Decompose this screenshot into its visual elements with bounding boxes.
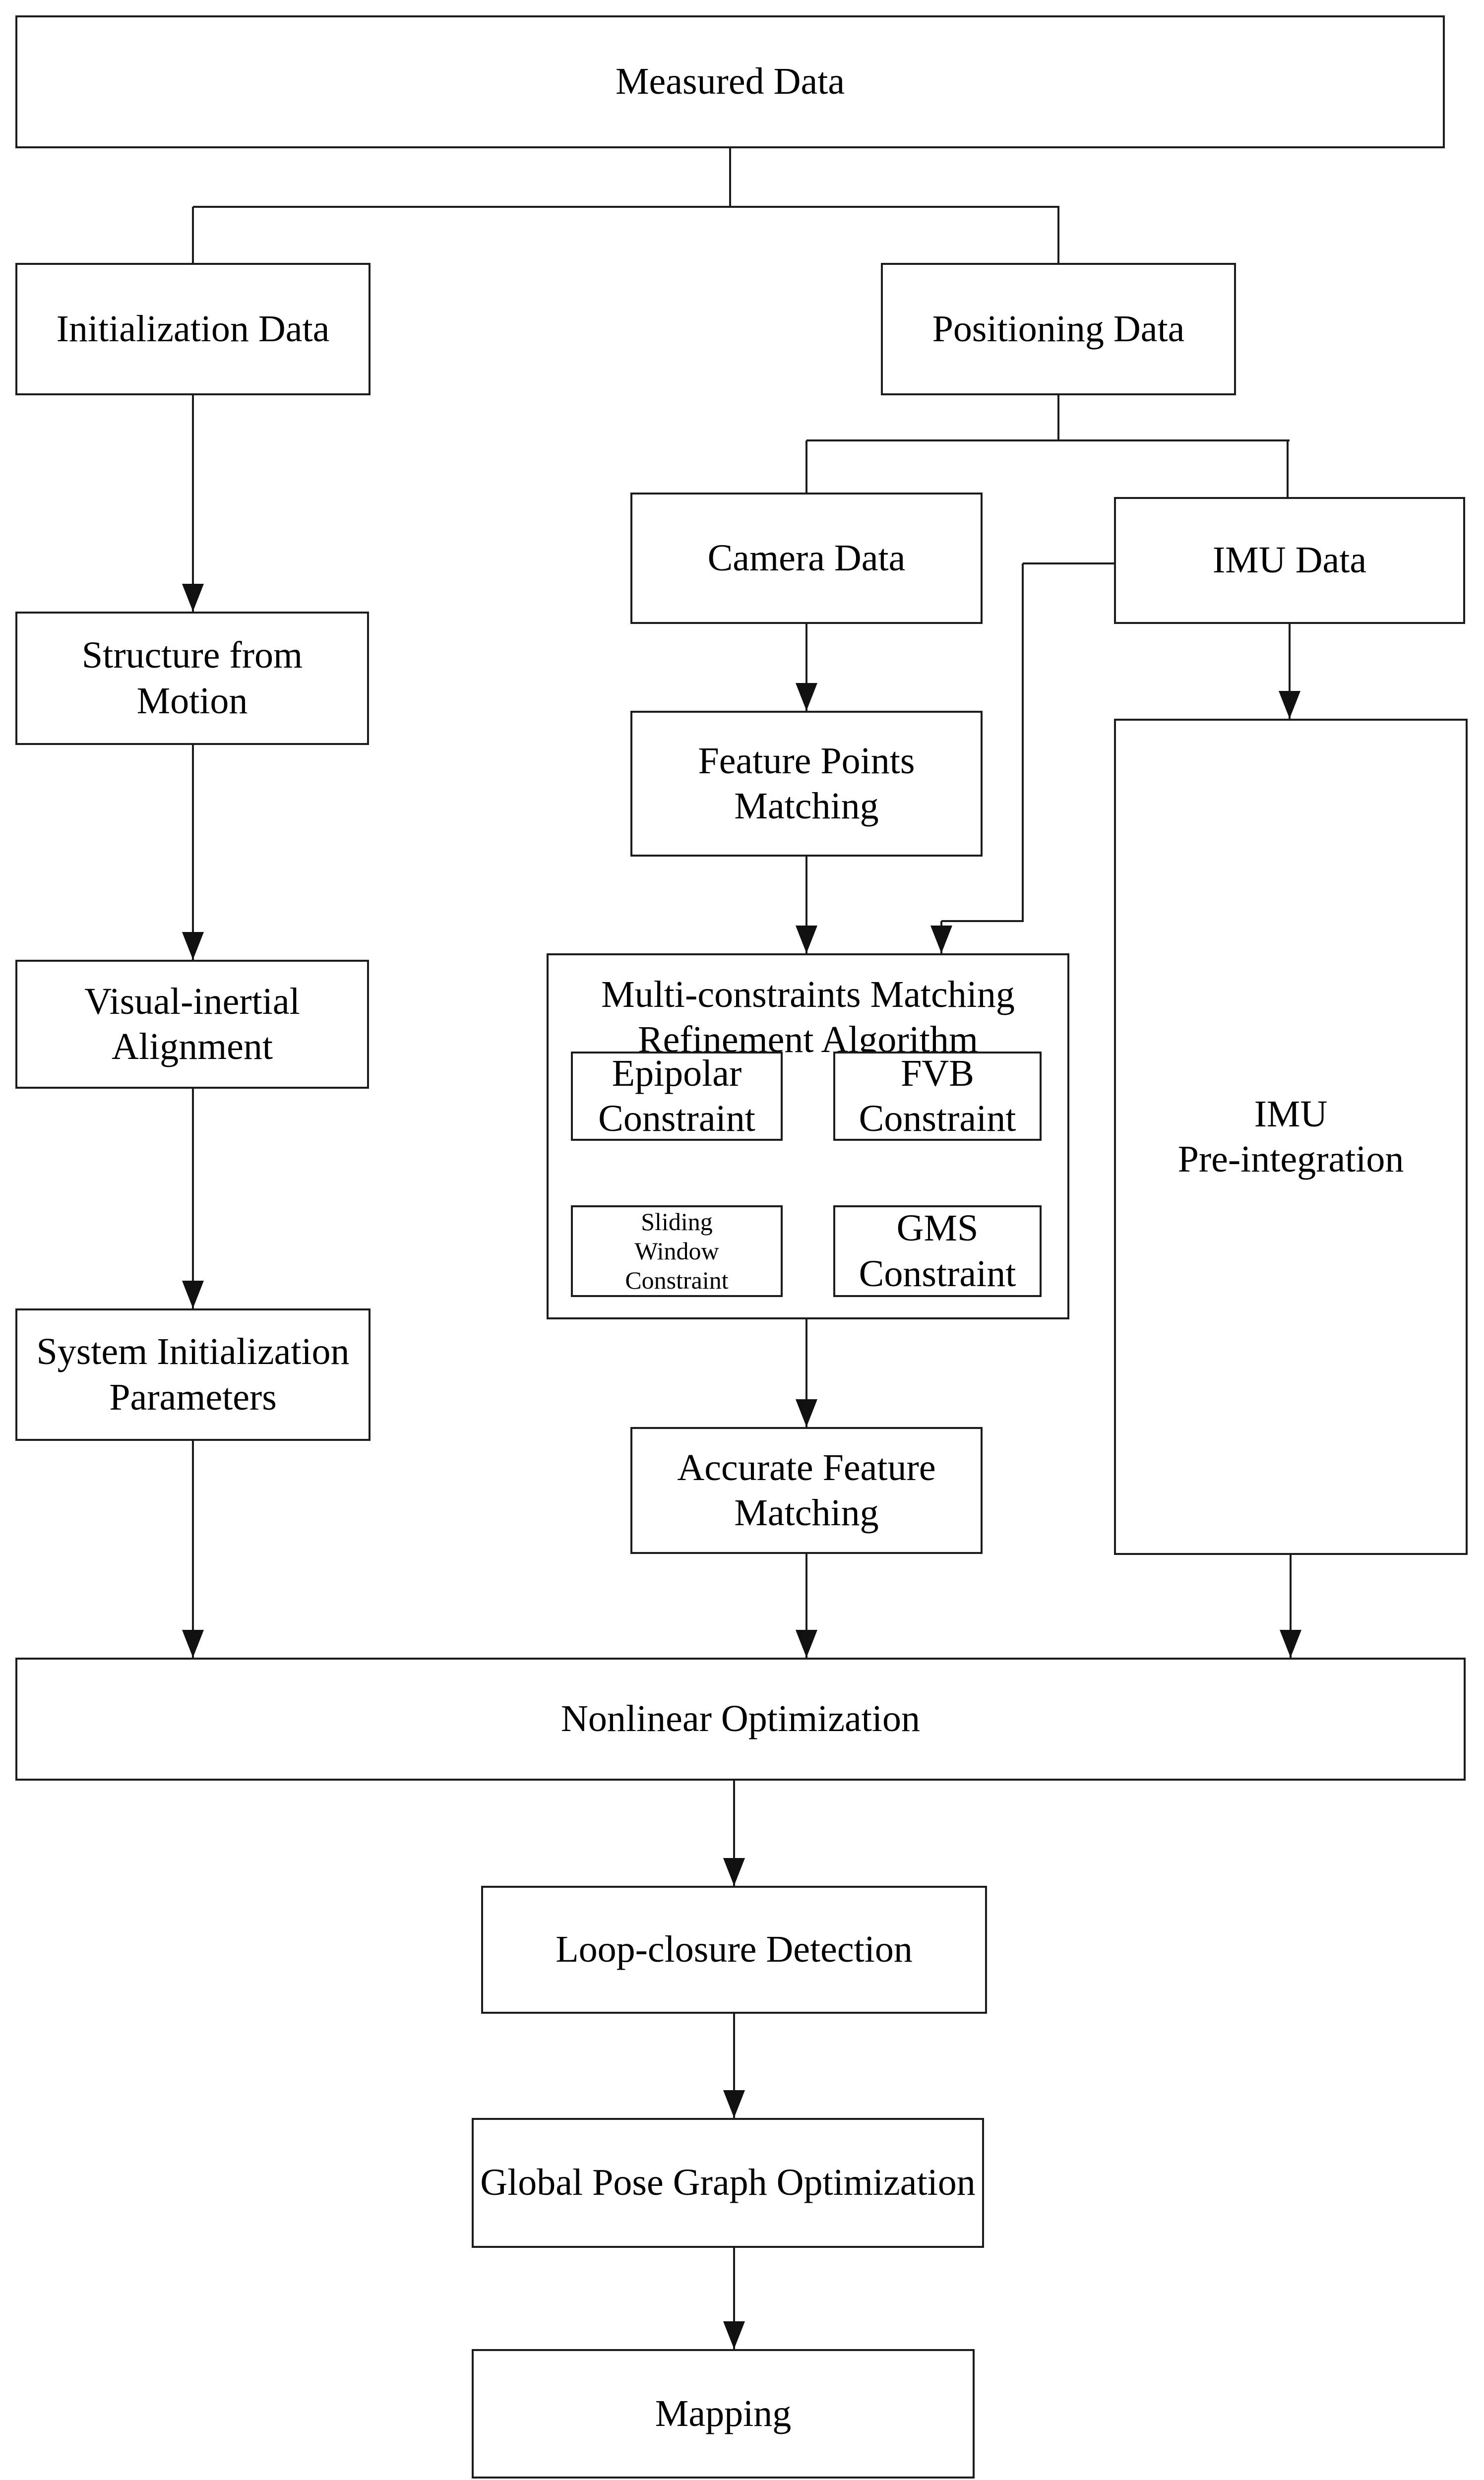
node-label: Initialization Data	[56, 308, 330, 350]
node-label: Camera Data	[707, 537, 906, 579]
node-label: Global Pose Graph Optimization	[480, 2162, 976, 2204]
node-label: Measured Data	[615, 61, 845, 103]
node-positioning-data: Positioning Data	[881, 263, 1236, 395]
node-label: Epipolar Constraint	[598, 1052, 755, 1139]
arrowhead-icon	[723, 1858, 745, 1886]
arrowhead-icon	[796, 683, 817, 711]
connector-line	[192, 745, 194, 960]
connector-line	[805, 440, 807, 493]
connector-line	[1289, 624, 1291, 719]
connector-line	[729, 148, 731, 207]
connector-line	[192, 1441, 194, 1658]
arrowhead-icon	[182, 1281, 204, 1308]
connector-line	[733, 1781, 735, 1886]
arrowhead-icon	[796, 926, 817, 953]
node-label: IMU Data	[1212, 539, 1367, 581]
connector-line	[1022, 563, 1024, 922]
connector-line	[192, 395, 194, 612]
node-epipolar-constraint: Epipolar Constraint	[571, 1052, 783, 1141]
node-structure-from-motion: Structure from Motion	[15, 612, 369, 745]
node-camera-data: Camera Data	[630, 493, 983, 624]
connector-line	[1290, 1555, 1292, 1658]
node-label: Accurate Feature Matching	[677, 1446, 936, 1534]
node-initialization-data: Initialization Data	[15, 263, 371, 395]
arrowhead-icon	[723, 2321, 745, 2349]
node-label: Feature Points Matching	[698, 740, 915, 827]
arrowhead-icon	[796, 1630, 817, 1658]
connector-line	[193, 206, 1059, 208]
arrowhead-icon	[723, 2090, 745, 2118]
arrowhead-icon	[930, 926, 952, 953]
connector-line	[1287, 440, 1289, 497]
node-label: Positioning Data	[932, 308, 1185, 350]
connector-line	[733, 2248, 735, 2349]
connector-line	[805, 857, 807, 953]
group-title: Multi-constraints Matching Refinement Al…	[601, 974, 1015, 1061]
arrowhead-icon	[1279, 691, 1300, 719]
node-label: Visual-inertial Alignment	[84, 980, 300, 1067]
arrowhead-icon	[182, 1630, 204, 1658]
node-measured-data: Measured Data	[15, 15, 1445, 148]
node-nonlinear-optimization: Nonlinear Optimization	[15, 1658, 1466, 1781]
node-sliding-window-constraint: Sliding Window Constraint	[571, 1205, 783, 1297]
connector-line	[1057, 207, 1059, 263]
connector-line	[806, 439, 1290, 441]
node-label: GMS Constraint	[859, 1207, 1016, 1295]
node-label: IMU Pre-integration	[1177, 1093, 1404, 1180]
node-system-initialization-parameters: System Initialization Parameters	[15, 1308, 371, 1441]
connector-line	[192, 207, 194, 263]
node-mapping: Mapping	[472, 2349, 975, 2479]
node-loop-closure-detection: Loop-closure Detection	[481, 1886, 987, 2014]
node-imu-preintegration: IMU Pre-integration	[1114, 719, 1468, 1555]
node-label: Loop-closure Detection	[556, 1928, 913, 1971]
arrowhead-icon	[182, 932, 204, 960]
node-fvb-constraint: FVB Constraint	[833, 1052, 1042, 1141]
node-label: Sliding Window Constraint	[625, 1208, 729, 1294]
node-gms-constraint: GMS Constraint	[833, 1205, 1042, 1297]
arrowhead-icon	[182, 584, 204, 612]
connector-line	[805, 1319, 807, 1427]
connector-line	[1023, 562, 1114, 564]
connector-line	[805, 624, 807, 711]
connector-line	[941, 920, 1024, 922]
connector-line	[192, 1089, 194, 1308]
arrowhead-icon	[1280, 1630, 1301, 1658]
node-label: FVB Constraint	[859, 1052, 1016, 1139]
node-accurate-feature-matching: Accurate Feature Matching	[630, 1427, 983, 1554]
node-feature-points-matching: Feature Points Matching	[630, 711, 983, 857]
node-visual-inertial-alignment: Visual-inertial Alignment	[15, 960, 369, 1089]
node-global-pose-graph-optimization: Global Pose Graph Optimization	[472, 2118, 984, 2248]
connector-line	[733, 2014, 735, 2118]
node-imu-data: IMU Data	[1114, 497, 1465, 624]
connector-line	[805, 1554, 807, 1658]
node-label: Structure from Motion	[81, 634, 303, 722]
arrowhead-icon	[796, 1399, 817, 1427]
node-label: Nonlinear Optimization	[561, 1698, 920, 1740]
node-label: Mapping	[655, 2392, 792, 2434]
node-label: System Initialization Parameters	[36, 1331, 350, 1418]
connector-line	[1057, 395, 1059, 440]
